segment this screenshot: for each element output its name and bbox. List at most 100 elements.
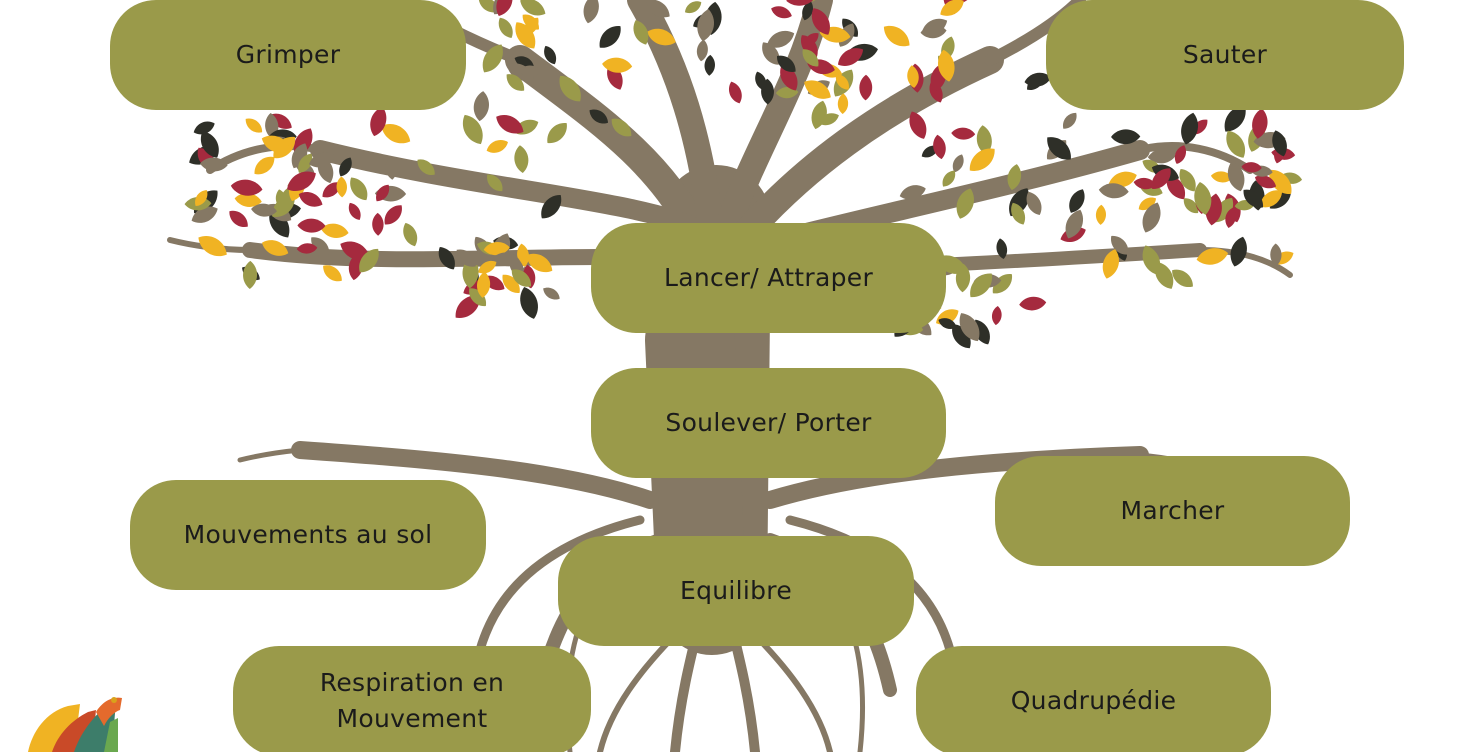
leaf-86	[1155, 262, 1174, 289]
leaf-127	[496, 115, 524, 134]
leaf-87	[1183, 198, 1199, 214]
leaf-37	[1007, 164, 1022, 191]
leaf-125	[518, 65, 542, 77]
leaf-178	[254, 156, 275, 175]
leaf-246	[438, 247, 455, 270]
leaf-283	[955, 263, 971, 293]
leaf-254	[478, 260, 497, 274]
leaf-46	[899, 185, 926, 200]
leaf-193	[1255, 175, 1277, 189]
bear-logo-icon	[28, 697, 122, 752]
leaf-73	[376, 184, 390, 202]
leaf-47	[933, 134, 946, 160]
leaf-217	[802, 1, 813, 21]
leaf-69	[262, 240, 289, 256]
leaf-9	[514, 145, 529, 173]
node-marcher[interactable]: Marcher	[995, 456, 1350, 566]
node-sauter[interactable]: Sauter	[1046, 0, 1404, 110]
leaf-48	[942, 170, 956, 187]
leaf-117	[647, 28, 676, 46]
leaf-258	[511, 269, 532, 287]
leaf-111	[559, 75, 581, 102]
leaf-34	[1111, 129, 1141, 145]
leaf-139	[859, 74, 873, 101]
leaf-191	[1269, 169, 1292, 194]
node-mouvements-au-sol[interactable]: Mouvements au sol	[130, 480, 486, 590]
leaf-78	[1172, 269, 1193, 288]
leaf-151	[938, 49, 955, 82]
leaf-8	[381, 124, 411, 144]
node-lancer-attraper-label: Lancer/ Attraper	[663, 263, 874, 292]
leaf-180	[298, 192, 323, 207]
leaf-49	[976, 125, 992, 155]
leaf-261	[952, 324, 971, 349]
leaf-91	[1098, 183, 1129, 199]
leaf-275	[938, 318, 957, 330]
leaf-129	[633, 20, 649, 45]
leaf-74	[229, 210, 248, 228]
leaf-207	[1243, 189, 1264, 208]
leaf-14	[473, 91, 489, 122]
node-grimper[interactable]: Grimper	[110, 0, 466, 110]
leaf-124	[522, 14, 539, 30]
leaf-128	[520, 0, 546, 16]
leaf-59	[384, 205, 402, 225]
leaf-80	[1095, 204, 1106, 225]
node-lancer-attraper[interactable]: Lancer/ Attraper	[591, 223, 946, 333]
leaf-195	[1225, 207, 1236, 228]
leaf-10	[487, 174, 503, 192]
leaf-201	[1241, 162, 1262, 173]
leaf-148	[818, 113, 839, 126]
leaf-5	[403, 222, 418, 247]
node-equilibre-label: Equilibre	[679, 576, 793, 605]
leaf-181	[261, 135, 291, 153]
leaf-76	[359, 248, 379, 273]
leaf-229	[755, 71, 767, 91]
leaf-13	[486, 140, 508, 153]
node-quadrupedie[interactable]: Quadrupédie	[916, 646, 1271, 752]
leaf-162	[195, 190, 208, 207]
leaf-198	[1227, 161, 1245, 192]
leaf-57	[320, 223, 349, 238]
leaf-90	[1111, 235, 1129, 255]
leaf-43	[1011, 202, 1026, 225]
leaf-196	[1174, 145, 1186, 164]
leaf-89	[1270, 243, 1282, 267]
leaf-123	[602, 57, 633, 73]
leaf-77	[243, 260, 258, 289]
leaf-267	[996, 238, 1008, 259]
node-soulever-porter[interactable]: Soulever/ Porter	[591, 368, 946, 478]
leaf-200	[1272, 130, 1287, 157]
leaf-259	[477, 271, 491, 298]
leaf-147	[835, 74, 849, 90]
node-equilibre[interactable]: Equilibre	[558, 536, 914, 646]
leaf-56	[311, 237, 330, 255]
leaf-171	[298, 153, 313, 173]
leaf-192	[1226, 130, 1246, 158]
leaf-253	[520, 287, 538, 319]
leaf-177	[275, 189, 287, 211]
leaf-279	[959, 313, 980, 342]
leaf-66	[191, 206, 218, 223]
leaf-60	[372, 212, 384, 236]
leaf-132	[909, 111, 927, 139]
leaf-103	[1230, 236, 1247, 267]
leaf-262	[992, 274, 1012, 294]
leaf-121	[496, 0, 513, 16]
leaf-230	[786, 0, 818, 6]
leaf-99	[1102, 249, 1119, 279]
leaf-214	[762, 42, 780, 65]
leaf-7	[339, 157, 352, 177]
leaf-19	[547, 123, 567, 144]
node-sauter-label: Sauter	[1182, 40, 1268, 69]
leaf-233	[696, 39, 708, 62]
leaf-179	[200, 157, 228, 172]
node-respiration-en-mouvement[interactable]: Respiration en Mouvement	[233, 646, 591, 752]
leaf-45	[951, 127, 976, 140]
leaf-256	[459, 251, 482, 266]
leaf-3	[350, 177, 368, 201]
leaf-101	[1065, 209, 1084, 239]
leaf-20	[322, 182, 341, 198]
leaf-32	[1047, 137, 1071, 160]
